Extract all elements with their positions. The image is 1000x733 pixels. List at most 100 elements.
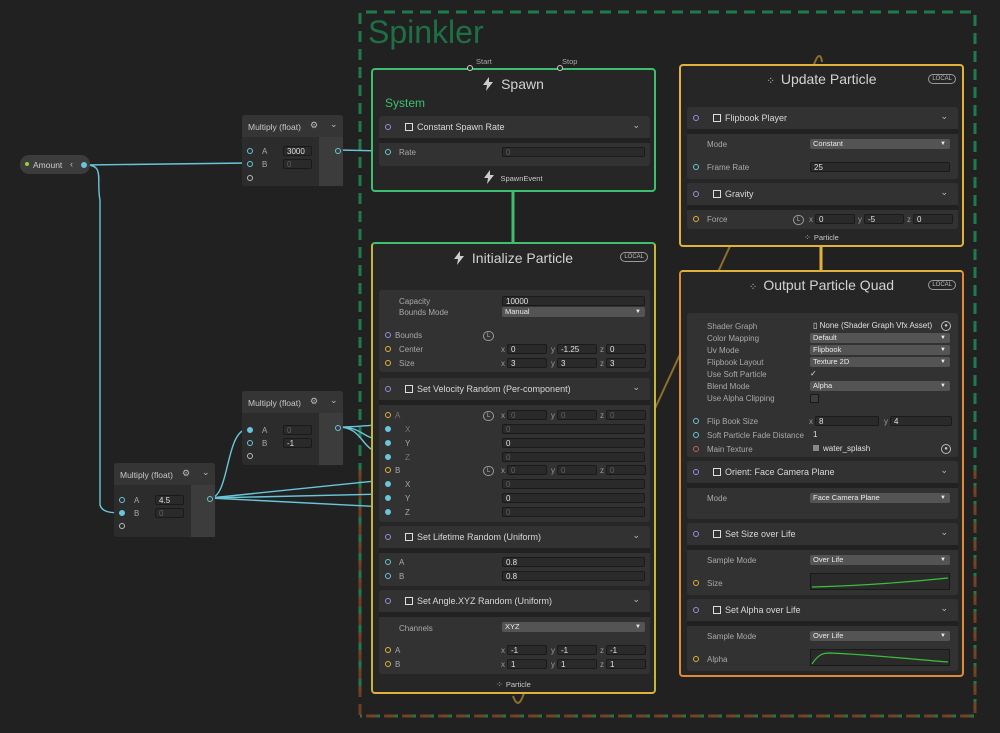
force-y-field[interactable]: -5: [864, 214, 904, 224]
op-b-slot[interactable]: [247, 440, 253, 446]
flipbook-size-slot[interactable]: [693, 418, 699, 424]
size-x-field[interactable]: 3: [507, 358, 547, 368]
block-flow-slot[interactable]: [385, 534, 391, 540]
vel-az-slot[interactable]: [385, 454, 391, 460]
gear-icon[interactable]: ⚙: [310, 396, 319, 406]
vel-bz-slot[interactable]: [385, 509, 391, 515]
block-flow-slot[interactable]: [385, 124, 391, 130]
shader-graph-field[interactable]: ▯ None (Shader Graph Vfx Asset): [810, 321, 936, 331]
spawn-context[interactable]: Spawn System Constant Spawn Rate ⌄ Rate …: [371, 65, 656, 192]
system-name[interactable]: Spinkler: [368, 14, 484, 50]
flipbook-player-block[interactable]: Flipbook Player ⌄ Mode Constant Frame Ra…: [687, 107, 958, 179]
fade-field[interactable]: 1: [813, 430, 818, 439]
flipbook-size-y-field[interactable]: 4: [890, 416, 952, 426]
chevron-down-icon[interactable]: ⌄: [940, 111, 948, 121]
enable-checkbox[interactable]: [405, 123, 413, 131]
op-add-slot[interactable]: [247, 453, 253, 459]
life-b-slot[interactable]: [385, 573, 391, 579]
op-a-field[interactable]: 3000: [283, 146, 312, 156]
vel-by-slot[interactable]: [385, 495, 391, 501]
flipbook-size-x-field[interactable]: 8: [815, 416, 879, 426]
alpha-curve-slot[interactable]: [693, 656, 699, 662]
gear-icon[interactable]: ⚙: [310, 120, 319, 130]
chevron-down-icon[interactable]: ⌄: [940, 187, 948, 197]
local-space-badge[interactable]: L: [483, 466, 495, 476]
orient-block[interactable]: Orient: Face Camera Plane ⌄ Mode Face Ca…: [687, 461, 958, 519]
block-flow-slot[interactable]: [693, 531, 699, 537]
op-a-field[interactable]: 4.5: [155, 495, 184, 505]
op-add-slot[interactable]: [247, 175, 253, 181]
force-x-field[interactable]: 0: [815, 214, 855, 224]
chevron-down-icon[interactable]: ⌄: [330, 119, 338, 129]
local-space-badge[interactable]: L: [483, 331, 495, 341]
op-output-slot[interactable]: [335, 148, 341, 154]
block-flow-slot[interactable]: [693, 191, 699, 197]
block-flow-slot[interactable]: [385, 386, 391, 392]
vel-a-x-field[interactable]: 0: [507, 410, 547, 420]
gravity-block[interactable]: Gravity ⌄ Force L x 0 y -5 z 0: [687, 183, 958, 229]
center-slot[interactable]: [385, 346, 391, 352]
target-picker-icon[interactable]: ●: [941, 321, 951, 331]
vel-by-field[interactable]: 0: [502, 493, 645, 503]
local-space-badge[interactable]: LOCAL: [928, 280, 956, 290]
start-slot[interactable]: [467, 65, 473, 71]
op-b-field[interactable]: 0: [283, 159, 312, 169]
rate-field[interactable]: 0: [502, 147, 645, 157]
gear-icon[interactable]: ⚙: [182, 468, 191, 478]
op-output-slot[interactable]: [207, 496, 213, 502]
chevron-down-icon[interactable]: ⌄: [632, 382, 640, 392]
chevron-down-icon[interactable]: ⌄: [632, 594, 640, 604]
set-velocity-block[interactable]: Set Velocity Random (Per-component) ⌄ A …: [379, 378, 650, 522]
blend-mode-dropdown[interactable]: Alpha: [810, 381, 950, 391]
chevron-down-icon[interactable]: ⌄: [632, 530, 640, 540]
local-space-badge[interactable]: L: [483, 411, 495, 421]
force-z-field[interactable]: 0: [913, 214, 953, 224]
op-a-slot[interactable]: [247, 148, 253, 154]
enable-checkbox[interactable]: [405, 533, 413, 541]
set-lifetime-block[interactable]: Set Lifetime Random (Uniform) ⌄ A 0.8 B …: [379, 526, 650, 586]
life-a-slot[interactable]: [385, 559, 391, 565]
enable-checkbox[interactable]: [713, 190, 721, 198]
vel-b-y-field[interactable]: 0: [557, 465, 597, 475]
rate-slot[interactable]: [385, 149, 391, 155]
channels-dropdown[interactable]: XYZ: [502, 622, 645, 632]
block-flow-slot[interactable]: [385, 598, 391, 604]
stop-slot[interactable]: [557, 65, 563, 71]
multiply-float-1[interactable]: Multiply (float) ⚙ ⌄ A 3000 B 0: [242, 115, 343, 186]
initialize-context[interactable]: Initialize Particle LOCAL Capacity 10000…: [371, 242, 656, 694]
vel-bx-slot[interactable]: [385, 481, 391, 487]
vel-az-field[interactable]: 0: [502, 452, 645, 462]
fade-slot[interactable]: [693, 432, 699, 438]
angle-a-x-field[interactable]: -1: [507, 645, 547, 655]
target-picker-icon[interactable]: ●: [941, 444, 951, 454]
bounds-mode-dropdown[interactable]: Manual: [502, 307, 645, 317]
uv-mode-dropdown[interactable]: Flipbook: [810, 345, 950, 355]
op-b-slot[interactable]: [119, 510, 125, 516]
vel-a-z-field[interactable]: 0: [606, 410, 646, 420]
chevron-down-icon[interactable]: ⌄: [940, 527, 948, 537]
main-texture-slot[interactable]: [693, 446, 699, 452]
flipbook-layout-dropdown[interactable]: Texture 2D: [810, 357, 950, 367]
vel-bz-field[interactable]: 0: [502, 507, 645, 517]
op-b-slot[interactable]: [247, 161, 253, 167]
vel-a-slot[interactable]: [385, 412, 391, 418]
chevron-down-icon[interactable]: ⌄: [940, 465, 948, 475]
multiply-float-3[interactable]: Multiply (float) ⚙ ⌄ A 4.5 B 0: [114, 463, 215, 537]
angle-b-slot[interactable]: [385, 661, 391, 667]
enable-checkbox[interactable]: [713, 468, 721, 476]
amount-parameter[interactable]: Amount ‹: [20, 155, 90, 174]
enable-checkbox[interactable]: [405, 597, 413, 605]
size-over-life-block[interactable]: Set Size over Life ⌄ Sample Mode Over Li…: [687, 523, 958, 595]
enable-checkbox[interactable]: [405, 385, 413, 393]
op-a-slot[interactable]: [247, 427, 253, 433]
block-flow-slot[interactable]: [693, 115, 699, 121]
size-slot[interactable]: [385, 360, 391, 366]
set-angle-block[interactable]: Set Angle.XYZ Random (Uniform) ⌄ Channel…: [379, 590, 650, 674]
enable-checkbox[interactable]: [713, 530, 721, 538]
op-a-field[interactable]: 0: [283, 425, 312, 435]
frame-rate-slot[interactable]: [693, 164, 699, 170]
local-space-badge[interactable]: LOCAL: [620, 252, 648, 262]
constant-spawn-rate-block[interactable]: Constant Spawn Rate ⌄ Rate 0: [379, 116, 650, 166]
center-y-field[interactable]: -1.25: [557, 344, 597, 354]
chevron-down-icon[interactable]: ⌄: [632, 120, 640, 130]
